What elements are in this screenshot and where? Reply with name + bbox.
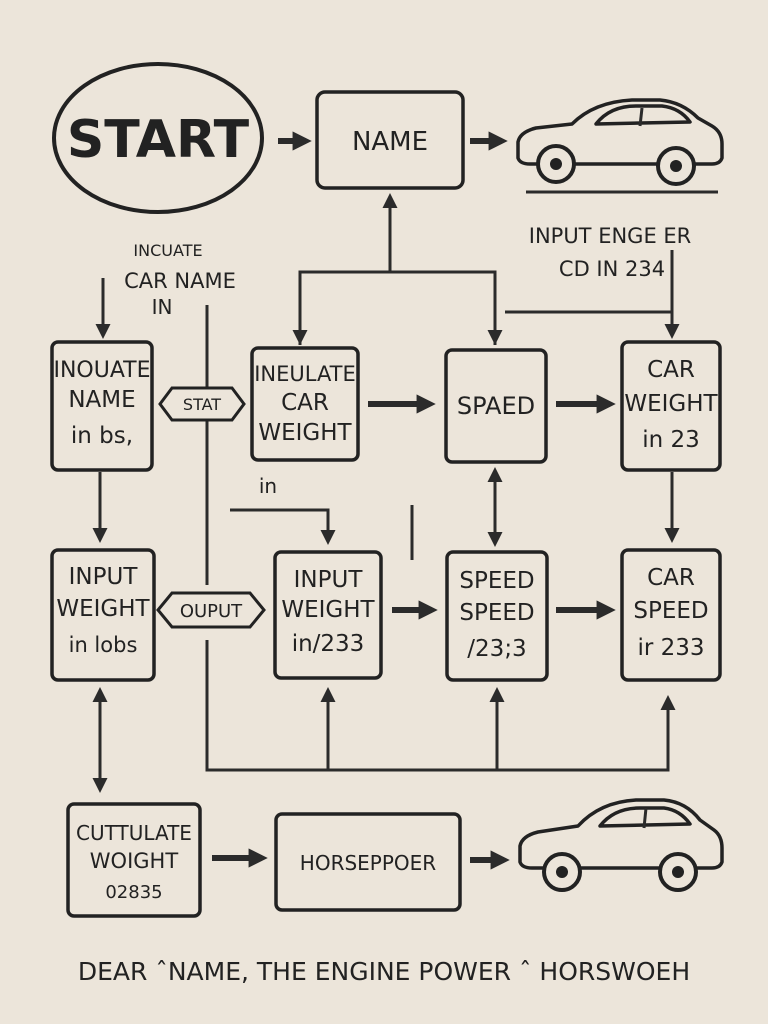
note-left-line-1: CAR NAME [124,269,236,293]
note-left-line-0: INCUATE [133,241,202,260]
calc-line-2: 02835 [105,882,162,903]
start-node: START [52,62,264,214]
tag-stat-label: STAT [183,395,221,414]
horsepower-label: HORSEPPOER [300,851,437,875]
row2-box-0-line-2: in lobs [69,633,138,657]
row1-box-3: CAR WEIGHT in 23 [620,340,722,472]
row2-box-0: INPUT WEIGHT in lobs [50,548,156,682]
row1-box-0: INOUATE NAME in bs, [50,340,154,472]
tag-output: OUPUT [156,591,266,629]
row1-box-2: SPAED [444,348,548,464]
row1-box-2-line-0: SPAED [457,392,535,420]
row2-box-2: SPEED SPEED /23;3 [445,550,549,682]
row1-box-1-line-0: INEULATE [254,362,356,386]
row1-box-1-line-1: CAR [281,390,329,416]
row2-box-0-line-1: WEIGHT [56,596,150,622]
name-label: NAME [352,127,428,157]
row2-box-3-line-0: CAR [647,565,695,591]
row2-box-0-line-0: INPUT [69,564,139,590]
tag-output-label: OUPUT [180,601,243,622]
row1-box-3-line-2: in 23 [642,427,700,453]
start-label: START [67,110,250,170]
connectors [92,131,680,870]
row1-box-1-line-2: WEIGHT [258,420,352,446]
note-left: INCUATE CAR NAME IN [124,241,236,319]
row2-box-1-line-2: in/233 [292,631,365,657]
row2-box-2-line-1: SPEED [459,600,534,626]
row2-box-1: INPUT WEIGHT in/233 [273,550,383,680]
row2-box-2-line-0: SPEED [459,568,534,594]
arrow-down-to-input-weight [230,508,336,545]
row2-box-3-line-1: SPEED [633,598,708,624]
tag-stat: STAT [158,386,246,422]
row2-box-3-line-2: ir 233 [637,635,704,661]
note-right: INPUT ENGE ER CD IN 234 [529,224,692,281]
horsepower-node: HORSEPPOER [274,812,462,912]
row2-box-2-line-2: /23;3 [467,636,526,662]
note-right-line-1: CD IN 234 [559,257,665,281]
row2-box-1-line-0: INPUT [294,567,364,593]
footer-text: DEAR ˆNAME, THE ENGINE POWER ˆ HORSWOEH [78,957,690,986]
row2-box-1-line-1: WEIGHT [281,597,375,623]
row1-box-0-line-0: INOUATE [53,358,150,383]
car-icon [518,798,724,892]
name-node: NAME [315,90,465,190]
row1-box-0-line-1: NAME [68,387,135,413]
connector-top-bus [298,270,497,345]
note-left-line-2: IN [152,295,173,319]
calc-line-0: CUTTULATE [76,821,192,845]
row2-box-3: CAR SPEED ir 233 [620,548,722,682]
calc-node: CUTTULATE WOIGHT 02835 [66,802,202,918]
row1-box-1: INEULATE CAR WEIGHT [250,346,360,462]
connector-bottom-bus [205,640,676,772]
car-icon [516,98,724,194]
note-right-line-0: INPUT ENGE ER [529,224,692,248]
mid-label: in [259,474,277,498]
row1-box-0-line-2: in bs, [71,423,133,449]
row1-box-3-line-1: WEIGHT [624,391,718,417]
calc-line-1: WOIGHT [90,849,179,873]
row1-box-3-line-0: CAR [647,357,695,383]
